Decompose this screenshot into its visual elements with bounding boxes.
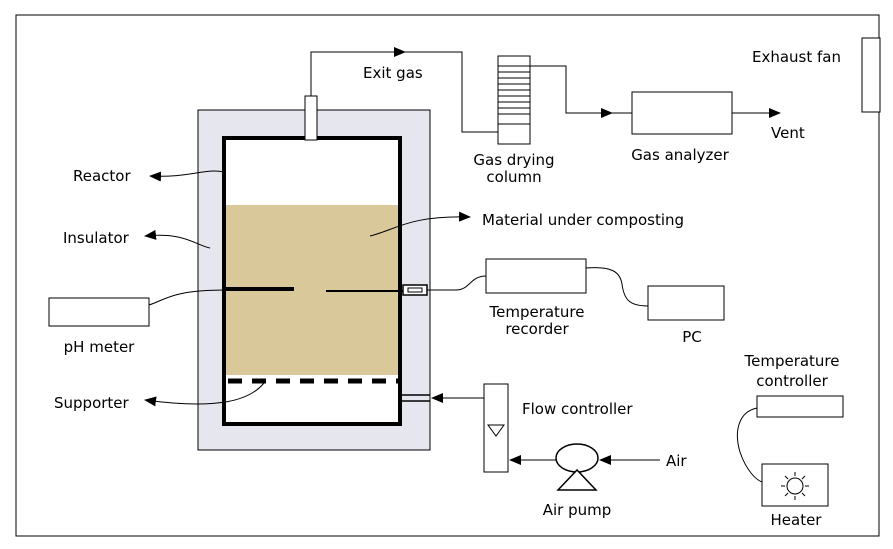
exhaust-fan-label: Exhaust fan [752, 48, 841, 66]
recorder-to-pc-cable [585, 267, 649, 307]
temperature-controller-box [756, 395, 844, 418]
pc-label: PC [682, 328, 702, 346]
exit-pipe [304, 95, 318, 141]
gas-analyzer-label: Gas analyzer [631, 146, 729, 164]
temperature-recorder-label-1: Temperature [488, 303, 584, 321]
heater-label: Heater [771, 511, 823, 529]
gas-drying-column-label-1: Gas drying [473, 151, 554, 169]
reactor-label: Reactor [73, 167, 131, 185]
temperature-recorder-box [485, 258, 587, 294]
material-label: Material under composting [482, 211, 684, 229]
vent-label: Vent [771, 124, 805, 142]
gas-analyzer-box [631, 91, 733, 135]
temperature-recorder-label-2: recorder [505, 320, 569, 338]
supporter-leader [144, 382, 265, 407]
to-gas-analyzer-line [530, 65, 613, 118]
gas-drying-column-label-2: column [486, 168, 541, 186]
exhaust-fan-box [861, 37, 881, 113]
air-pump-label: Air pump [543, 501, 612, 519]
temperature-probe-port-inner [407, 287, 423, 293]
diagram-border [15, 14, 880, 537]
temperature-probe-port [402, 284, 428, 296]
air-pump-body [555, 443, 599, 473]
exit-gas-line [310, 47, 406, 96]
flow-controller-box [483, 383, 509, 473]
temperature-controller-label-2: controller [756, 372, 828, 390]
ph-meter-label: pH meter [64, 338, 136, 356]
flow-controller-float [487, 424, 505, 437]
drying-column-packing [498, 65, 530, 125]
material-leader [369, 211, 471, 237]
air-label: Air [666, 452, 687, 470]
sun-icon [781, 472, 809, 500]
air-pump-base [556, 468, 598, 491]
controller-to-heater-cable [736, 407, 763, 483]
exit-gas-label: Exit gas [363, 64, 423, 82]
probe-to-recorder-curve [455, 275, 487, 291]
ph-meter-box [48, 297, 150, 327]
gas-drying-column [497, 55, 531, 145]
reactor-leader [149, 170, 225, 182]
ph-meter-cable [148, 289, 227, 306]
insulator-label: Insulator [63, 229, 130, 247]
flow-controller-label: Flow controller [522, 400, 633, 418]
insulator-leader [144, 229, 211, 249]
to-drying-column-line [405, 51, 498, 133]
supporter-label: Supporter [54, 394, 130, 412]
temperature-controller-label-1: Temperature [743, 352, 839, 370]
pc-box [647, 285, 725, 321]
